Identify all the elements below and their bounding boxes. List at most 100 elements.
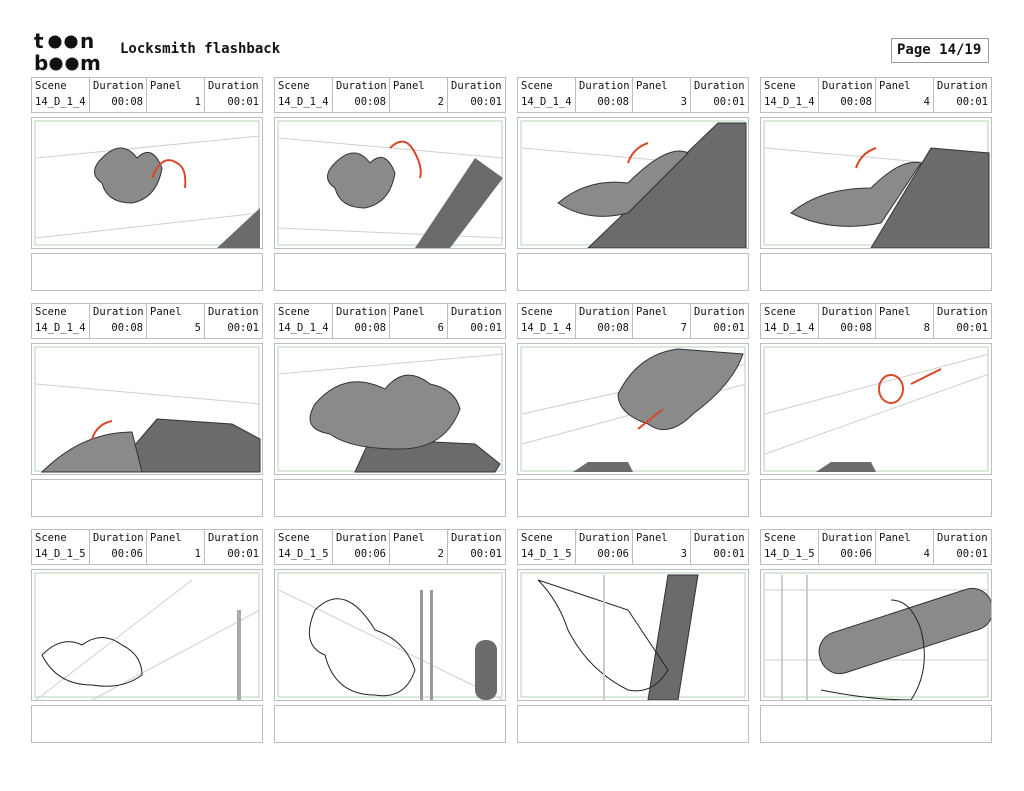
- panel-drawing-frame[interactable]: [31, 343, 263, 475]
- scene-value: 14_D_1_5: [35, 548, 86, 560]
- scene-label: Scene: [278, 80, 310, 92]
- panel-notes-field[interactable]: [31, 705, 263, 743]
- panel-notes-field[interactable]: [31, 479, 263, 517]
- svg-text:b: b: [34, 51, 48, 72]
- scene-duration-label: Duration: [579, 80, 630, 92]
- panel-sketch: [520, 572, 746, 700]
- panel-duration-cell: Duration 00:01: [205, 530, 262, 564]
- panel-duration-label: Duration: [451, 532, 502, 544]
- panel-drawing-frame[interactable]: [517, 569, 749, 701]
- panel-notes-field[interactable]: [274, 705, 506, 743]
- panel-label: Panel: [393, 306, 425, 318]
- panel-header: Scene 14_D_1_4 Duration 00:08 Panel 5 Du…: [31, 303, 263, 339]
- panel-duration-value: 00:01: [956, 96, 988, 108]
- panel-notes-field[interactable]: [760, 479, 992, 517]
- scene-label: Scene: [764, 80, 796, 92]
- panel-label: Panel: [879, 80, 911, 92]
- panel-duration-label: Duration: [451, 80, 502, 92]
- panel-label: Panel: [636, 306, 668, 318]
- scene-duration-label: Duration: [822, 532, 873, 544]
- panel-duration-cell: Duration 00:01: [691, 530, 748, 564]
- scene-duration-value: 00:08: [597, 322, 629, 334]
- scene-cell: Scene 14_D_1_4: [518, 304, 576, 338]
- panel-header: Scene 14_D_1_5 Duration 00:06 Panel 3 Du…: [517, 529, 749, 565]
- scene-duration-value: 00:08: [840, 322, 872, 334]
- scene-value: 14_D_1_5: [521, 548, 572, 560]
- panel-number-value: 4: [923, 96, 930, 108]
- scene-cell: Scene 14_D_1_4: [32, 304, 90, 338]
- panel-label: Panel: [636, 532, 668, 544]
- scene-duration-value: 00:08: [354, 96, 386, 108]
- storyboard-title: Locksmith flashback: [120, 41, 281, 57]
- panel-number-value: 2: [437, 548, 444, 560]
- panel-duration-value: 00:01: [713, 548, 745, 560]
- panel-number-cell: Panel 3: [633, 78, 691, 112]
- panel-notes-field[interactable]: [517, 705, 749, 743]
- panel-notes-field[interactable]: [274, 479, 506, 517]
- panel-duration-label: Duration: [208, 80, 259, 92]
- panel-duration-cell: Duration 00:01: [448, 304, 505, 338]
- panel-drawing-frame[interactable]: [760, 569, 992, 701]
- panel-drawing-frame[interactable]: [274, 343, 506, 475]
- panel-label: Panel: [636, 80, 668, 92]
- panel-duration-label: Duration: [208, 306, 259, 318]
- panel-drawing-frame[interactable]: [760, 343, 992, 475]
- panel-label: Panel: [879, 306, 911, 318]
- panel-drawing-frame[interactable]: [274, 117, 506, 249]
- panel-label: Panel: [393, 532, 425, 544]
- panel-duration-value: 00:01: [470, 548, 502, 560]
- scene-cell: Scene 14_D_1_5: [32, 530, 90, 564]
- panel-notes-field[interactable]: [517, 479, 749, 517]
- toon-boom-logo: t n b m: [34, 30, 101, 72]
- scene-duration-value: 00:06: [111, 548, 143, 560]
- panel-drawing-frame[interactable]: [760, 117, 992, 249]
- panel-number-cell: Panel 3: [633, 530, 691, 564]
- panel-drawing-frame[interactable]: [517, 343, 749, 475]
- panel-duration-value: 00:01: [227, 96, 259, 108]
- panel-number-cell: Panel 8: [876, 304, 934, 338]
- scene-duration-label: Duration: [822, 306, 873, 318]
- panel-header: Scene 14_D_1_4 Duration 00:08 Panel 8 Du…: [760, 303, 992, 339]
- panel-drawing-frame[interactable]: [274, 569, 506, 701]
- panel-duration-value: 00:01: [470, 96, 502, 108]
- panel-sketch: [520, 346, 747, 472]
- scene-duration-cell: Duration 00:08: [819, 78, 876, 112]
- scene-duration-value: 00:08: [111, 96, 143, 108]
- panel-notes-field[interactable]: [31, 253, 263, 291]
- svg-text:n: n: [80, 30, 94, 53]
- panel-drawing-frame[interactable]: [517, 117, 749, 249]
- scene-duration-label: Duration: [93, 532, 144, 544]
- scene-value: 14_D_1_4: [278, 96, 329, 108]
- scene-value: 14_D_1_4: [764, 96, 815, 108]
- panel-number-cell: Panel 6: [390, 304, 448, 338]
- scene-duration-value: 00:08: [840, 96, 872, 108]
- scene-duration-label: Duration: [822, 80, 873, 92]
- scene-value: 14_D_1_4: [35, 96, 86, 108]
- panel-notes-field[interactable]: [760, 253, 992, 291]
- scene-value: 14_D_1_5: [764, 548, 815, 560]
- panel-duration-cell: Duration 00:01: [448, 530, 505, 564]
- scene-cell: Scene 14_D_1_5: [275, 530, 333, 564]
- scene-duration-cell: Duration 00:08: [90, 304, 147, 338]
- panel-duration-value: 00:01: [713, 96, 745, 108]
- panel-notes-field[interactable]: [517, 253, 749, 291]
- panel-number-cell: Panel 2: [390, 530, 448, 564]
- panel-header: Scene 14_D_1_5 Duration 00:06 Panel 1 Du…: [31, 529, 263, 565]
- panel-header: Scene 14_D_1_4 Duration 00:08 Panel 6 Du…: [274, 303, 506, 339]
- scene-duration-value: 00:06: [354, 548, 386, 560]
- panel-label: Panel: [150, 80, 182, 92]
- scene-cell: Scene 14_D_1_4: [275, 78, 333, 112]
- panel-number-value: 6: [437, 322, 444, 334]
- scene-cell: Scene 14_D_1_5: [518, 530, 576, 564]
- scene-value: 14_D_1_4: [764, 322, 815, 334]
- panel-header: Scene 14_D_1_4 Duration 00:08 Panel 1 Du…: [31, 77, 263, 113]
- scene-duration-cell: Duration 00:08: [576, 78, 633, 112]
- panel-duration-label: Duration: [937, 306, 988, 318]
- panel-notes-field[interactable]: [274, 253, 506, 291]
- panel-drawing-frame[interactable]: [31, 117, 263, 249]
- panel-sketch: [277, 346, 504, 473]
- panel-notes-field[interactable]: [760, 705, 992, 743]
- panel-drawing-frame[interactable]: [31, 569, 263, 701]
- panel-number-value: 1: [194, 96, 201, 108]
- panel-duration-value: 00:01: [956, 548, 988, 560]
